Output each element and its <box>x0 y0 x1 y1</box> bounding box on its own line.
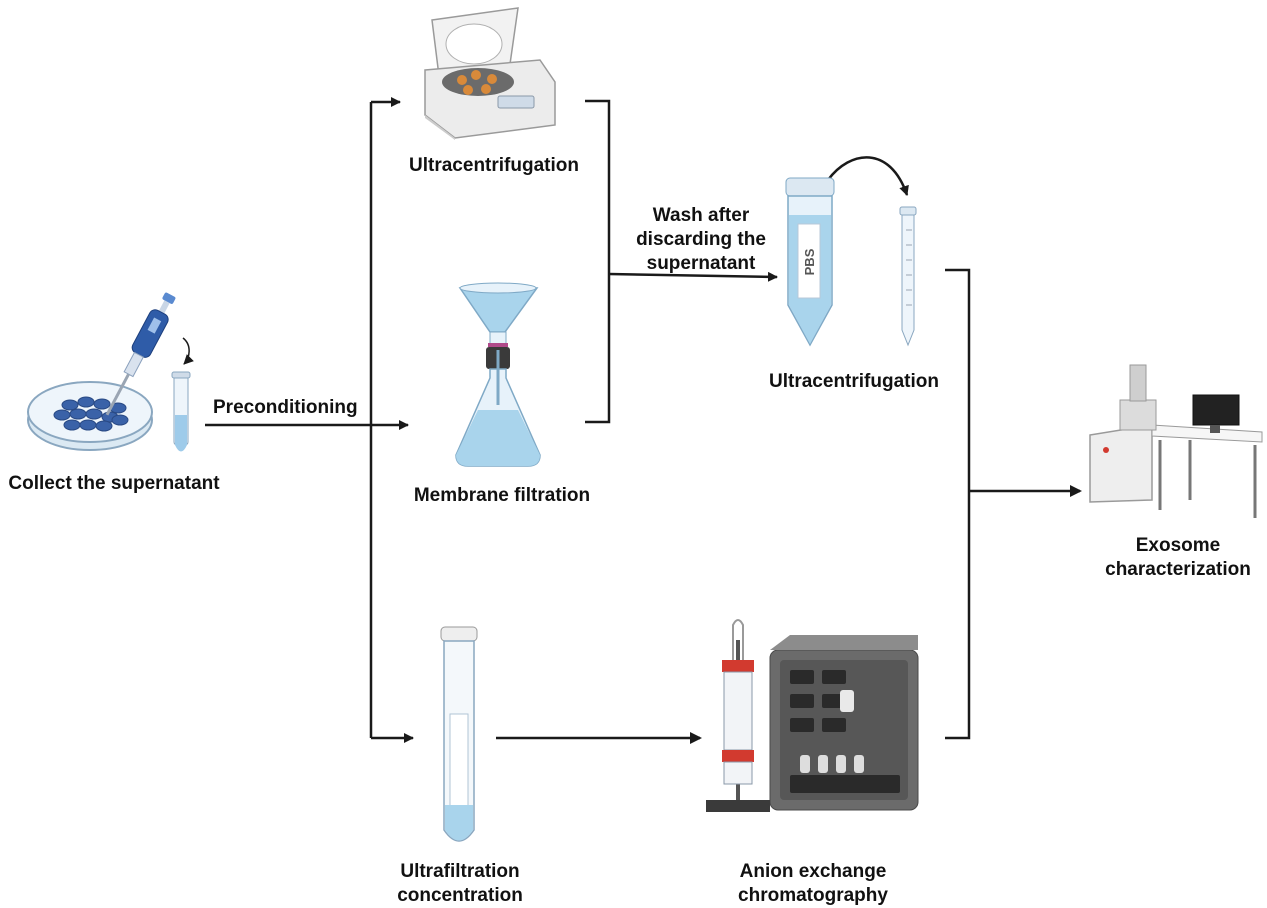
connectors <box>205 97 1082 744</box>
tubes-icon: PBS <box>785 177 917 347</box>
ultracentrifugation-label-2: Ultracentrifugation <box>769 371 939 392</box>
transfer-curved-arrow <box>826 156 909 196</box>
electron-microscope-icon <box>1089 364 1263 518</box>
centrifuge-icon <box>424 7 556 140</box>
ultracentrifugation-label-1: Ultracentrifugation <box>409 155 579 176</box>
right-merge-bracket <box>945 268 971 740</box>
ultrafiltration-concentration-label: Ultrafiltration concentration <box>397 861 523 906</box>
merge-bracket <box>585 99 611 424</box>
pbs-label: PBS <box>802 248 817 275</box>
wash-label: Wash after discarding the supernatant <box>636 205 766 274</box>
chromatography-system-icon <box>706 619 919 812</box>
collect-supernatant-label: Collect the supernatant <box>8 473 220 494</box>
anion-exchange-label: Anion exchange chromatography <box>738 861 888 906</box>
ultrafiltration-tube-icon <box>440 626 478 842</box>
wash-arrow <box>608 271 778 282</box>
filter-flask-icon <box>455 282 541 467</box>
preconditioning-label: Preconditioning <box>213 397 358 418</box>
exosome-characterization-label: Exosome characterization <box>1105 535 1251 580</box>
petri-dish-pipette-icon <box>27 292 194 452</box>
membrane-filtration-label: Membrane filtration <box>413 485 591 506</box>
